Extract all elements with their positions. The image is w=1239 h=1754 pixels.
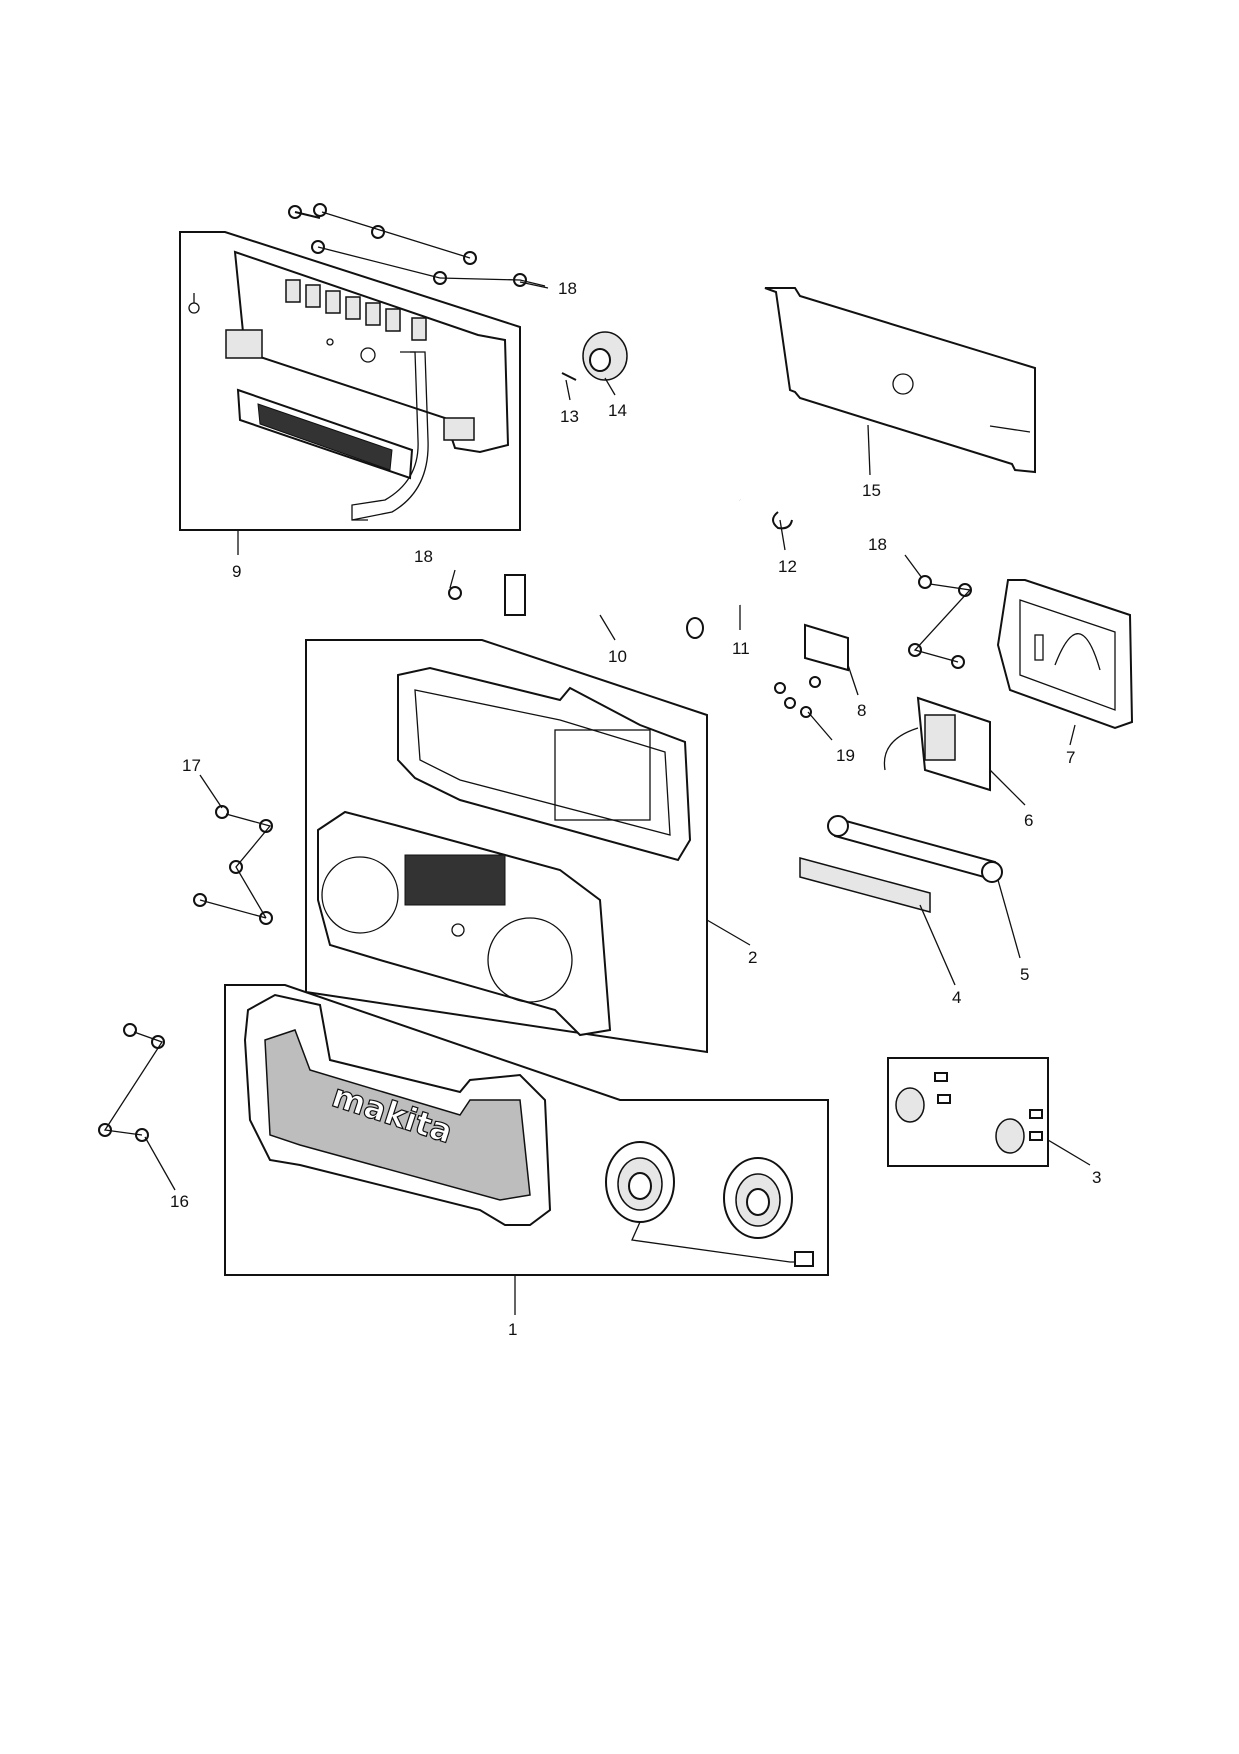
part-15-back-panel <box>764 287 1036 474</box>
callout-17: 17 <box>182 756 201 775</box>
callout-9: 9 <box>232 562 241 581</box>
part-2-housing <box>305 639 708 1054</box>
callout-4: 4 <box>952 988 961 1007</box>
part-18-screws-right <box>908 575 972 669</box>
speaker-left <box>605 1141 675 1223</box>
part-7-battery-cover <box>996 579 1134 730</box>
callout-3: 3 <box>1092 1168 1101 1187</box>
callout-14: 14 <box>608 401 627 420</box>
callout-labels: 18 9 13 14 15 12 11 10 18 18 8 19 7 6 17… <box>170 279 1101 1339</box>
callout-18-top: 18 <box>558 279 577 298</box>
callout-18-mid: 18 <box>414 547 433 566</box>
part-17-screws <box>193 805 273 925</box>
callout-6: 6 <box>1024 811 1033 830</box>
callout-18-right: 18 <box>868 535 887 554</box>
callout-8: 8 <box>857 701 866 720</box>
part-11-handle <box>632 470 742 611</box>
part-18-screws-top <box>288 203 546 287</box>
callout-13: 13 <box>560 407 579 426</box>
speaker-right <box>723 1157 793 1239</box>
callout-11: 11 <box>732 639 750 658</box>
pcb-switches <box>285 279 427 341</box>
callout-16: 16 <box>170 1192 189 1211</box>
part-16-screws <box>98 1023 165 1142</box>
callout-10: 10 <box>608 647 627 666</box>
callout-12: 12 <box>778 557 797 576</box>
part-19-screws <box>774 676 821 718</box>
part-1-front-grille: makita <box>224 984 829 1276</box>
callout-2: 2 <box>748 948 757 967</box>
part-4-key-strip <box>799 857 931 913</box>
callout-7: 7 <box>1066 748 1075 767</box>
leader-lines <box>144 281 1091 1315</box>
part-10-antenna <box>504 574 704 639</box>
part-6-terminal <box>883 696 991 792</box>
callout-1: 1 <box>508 1320 517 1339</box>
part-18-screw-mid <box>448 586 462 600</box>
part-13-pin <box>561 372 577 381</box>
part-9-pcb-assembly <box>179 231 521 531</box>
part-8-plate <box>804 623 849 672</box>
part-5-button-bar <box>827 815 1003 883</box>
part-3-knobs <box>887 1057 1049 1167</box>
part-14-gear <box>582 331 628 381</box>
part-12-clip <box>772 511 793 530</box>
callout-5: 5 <box>1020 965 1029 984</box>
callout-15: 15 <box>862 481 881 500</box>
callout-19: 19 <box>836 746 855 765</box>
